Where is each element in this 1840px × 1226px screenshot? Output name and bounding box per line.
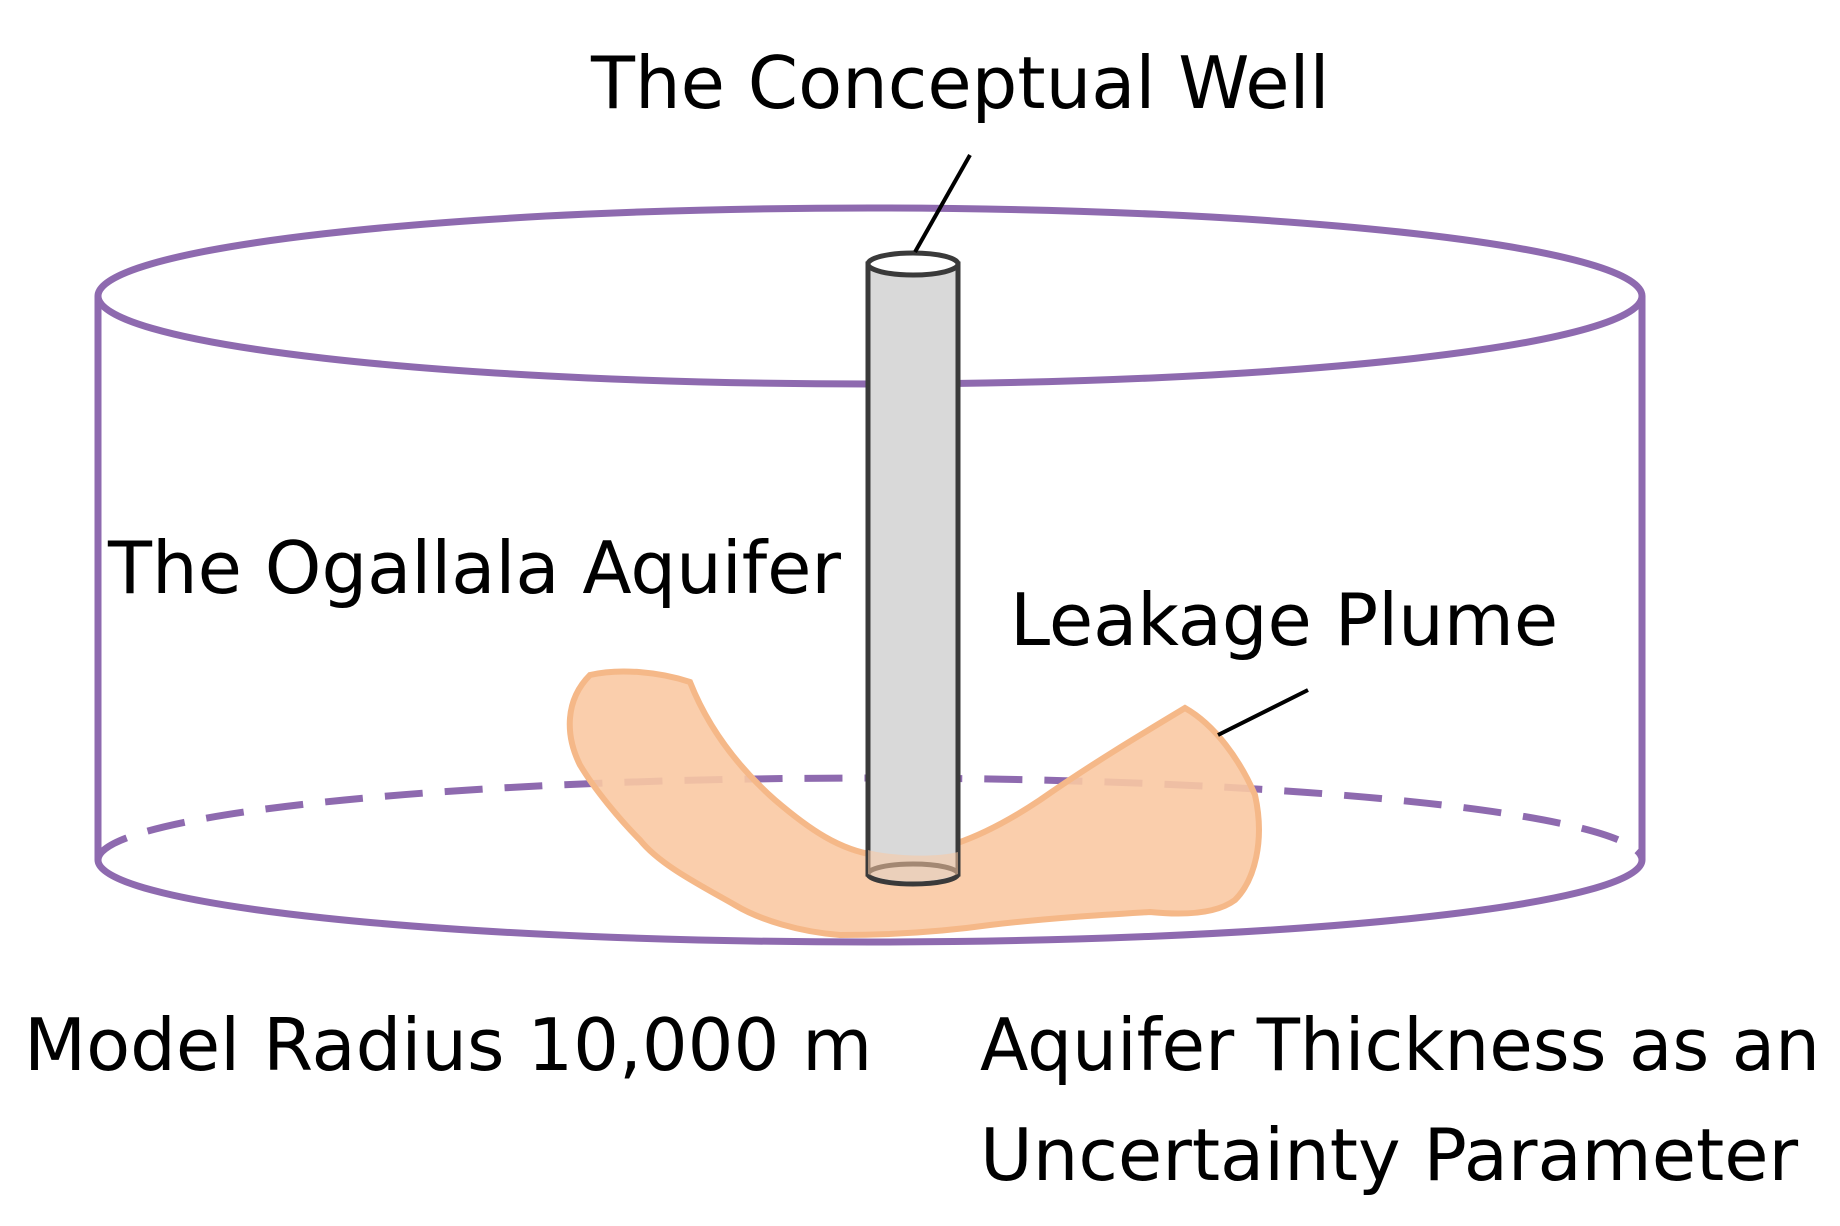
plume-label: Leakage Plume <box>1010 578 1558 662</box>
well-leader-line <box>913 154 972 253</box>
aquifer-label: The Ogallala Aquifer <box>107 526 841 610</box>
thickness-label-line1: Aquifer Thickness as an <box>980 1003 1820 1087</box>
plume-over-well <box>868 850 958 882</box>
thickness-label-line2: Uncertainty Parameter <box>980 1113 1799 1197</box>
plume-leader-line <box>1217 688 1309 737</box>
well-body <box>865 261 961 877</box>
leakage-plume <box>566 668 1262 939</box>
cylinder-bottom-front <box>94 859 1646 946</box>
well-label: The Conceptual Well <box>590 41 1330 125</box>
well-top-opening <box>865 250 961 278</box>
radius-label: Model Radius 10,000 m <box>24 1003 872 1087</box>
